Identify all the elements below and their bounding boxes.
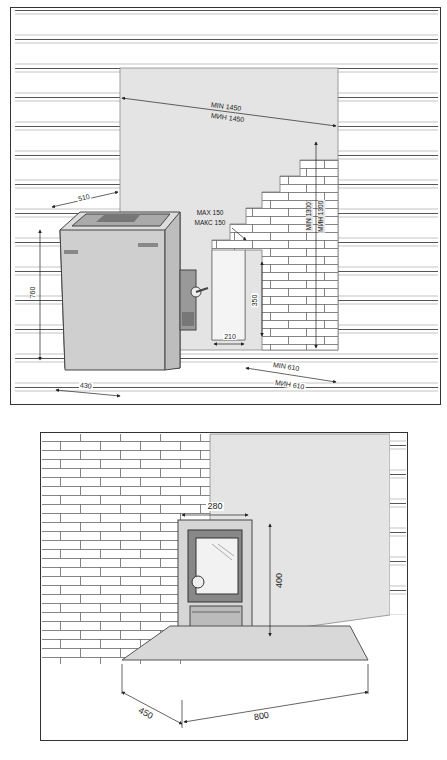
dimension-label: МАКС 150 <box>194 220 227 227</box>
dimension-label: 760 <box>30 285 37 299</box>
dimension-label: МИН 1300 <box>319 199 326 232</box>
dimension-label: 280 <box>206 502 223 511</box>
dimension-label: 210 <box>223 333 237 340</box>
dimension-label: 400 <box>276 571 285 588</box>
dimension-label: MIN 1300 <box>306 201 313 231</box>
dimension-label: 430 <box>79 381 93 389</box>
dimension-label: MAX 150 <box>196 210 225 217</box>
dimension-label: 350 <box>252 293 259 307</box>
